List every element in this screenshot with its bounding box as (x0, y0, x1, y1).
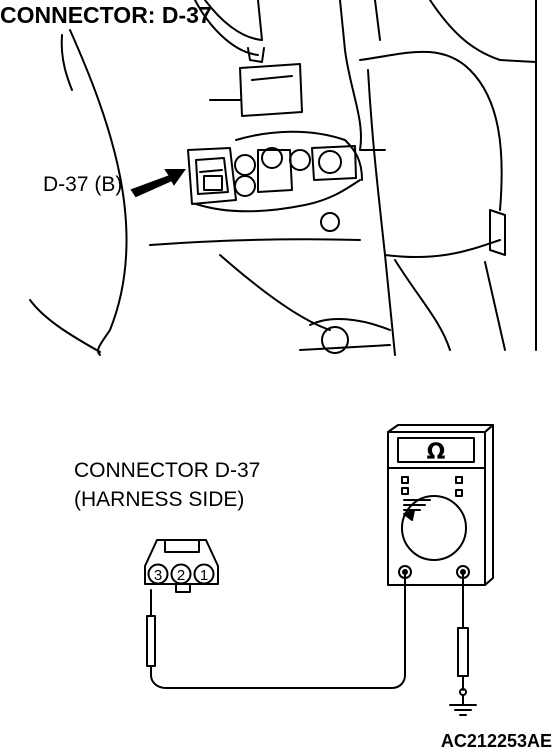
pin-2-circle (170, 563, 192, 585)
connector-pins: 3 2 1 (147, 563, 215, 585)
ohm-symbol: Ω (427, 440, 446, 465)
connector-label-line2: (HARNESS SIDE) (74, 488, 245, 511)
pin-1-circle (193, 563, 215, 585)
page-title: CONNECTOR: D-37 (0, 2, 212, 28)
probe-wire (146, 572, 469, 706)
ohmmeter-icon (387, 424, 494, 586)
arrow-icon (130, 169, 186, 198)
connector-d37-outline (144, 539, 219, 593)
pin-3-label: 3 (154, 567, 162, 584)
pin-2-label: 2 (177, 567, 185, 584)
engine-bay-illustration (29, 0, 537, 356)
pin-1-label: 1 (200, 567, 208, 584)
pin-3-circle (147, 563, 169, 585)
connector-label-line1: CONNECTOR D-37 (74, 459, 261, 482)
ground-icon (449, 704, 477, 716)
figure-id: AC212253AE (440, 731, 552, 751)
connector-callout-label: D-37 (B) (43, 173, 123, 196)
